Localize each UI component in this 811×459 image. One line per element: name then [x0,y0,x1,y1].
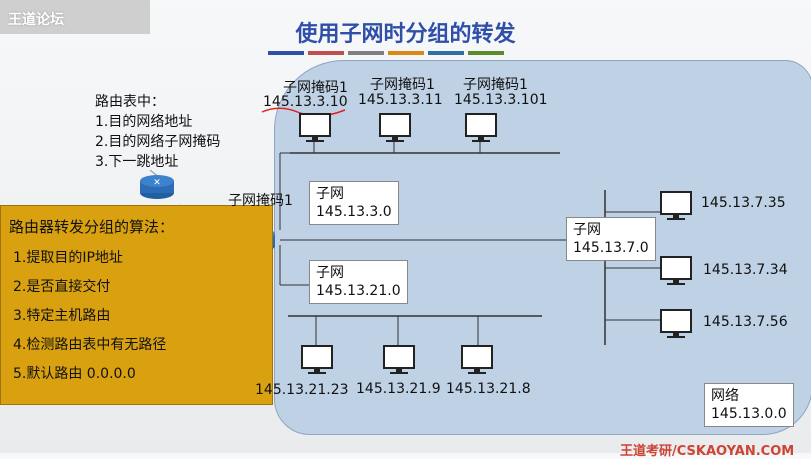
network-cloud [274,60,811,435]
subnet-box: 子网 145.13.3.0 [309,181,399,225]
network-label: 网络 [711,388,739,404]
algorithm-box: 路由器转发分组的算法： 1.提取目的IP地址 2.是否直接交付 3.特定主机路由… [0,205,273,405]
subnet-label: 子网 [573,222,601,238]
page-title: 使用子网时分组的转发 [295,22,516,47]
title-bar-1 [268,51,304,55]
host-ip-label: 145.13.7.56 [703,314,788,330]
algorithm-step: 4.检测路由表中有无路径 [13,337,167,353]
subnet-box: 子网 145.13.7.0 [566,217,656,261]
routing-item: 3.下一跳地址 [95,154,179,170]
host-ip-label: 145.13.3.11 [358,92,443,108]
algorithm-step: 5.默认路由 0.0.0.0 [13,366,136,382]
routing-table-note: 路由表中： 1.目的网络地址 2.目的网络子网掩码 3.下一跳地址 [95,92,220,172]
router-mask-label: 子网掩码1 [228,193,293,209]
host-ip-label: 145.13.3.10 [263,94,348,110]
host-ip-label: 145.13.21.8 [446,381,531,397]
network-box: 网络 145.13.0.0 [704,383,794,427]
logo-text: 王道论坛 [8,12,64,28]
title-bar-5 [428,51,464,55]
computer-icon [301,345,333,375]
network-ip: 145.13.0.0 [711,406,787,422]
host-mask-label: 子网掩码1 [370,77,435,93]
algorithm-heading: 路由器转发分组的算法： [9,218,175,236]
title-bar-2 [308,51,344,55]
title-bar-3 [348,51,384,55]
subnet-ip: 145.13.21.0 [316,283,401,299]
title-bar-6 [468,51,504,55]
subnet-box: 子网 145.13.21.0 [309,260,408,304]
routing-heading: 路由表中： [95,94,165,110]
subnet-ip: 145.13.7.0 [573,240,649,256]
host-ip-label: 145.13.3.101 [454,92,548,108]
host-ip-label: 145.13.7.35 [701,195,786,211]
title-bar-4 [388,51,424,55]
computer-icon [461,345,493,375]
host-ip-label: 145.13.21.9 [356,381,441,397]
svg-text:✕: ✕ [153,178,161,188]
computer-icon [379,113,411,143]
host-mask-label: 子网掩码1 [463,77,528,93]
router-icon: ✕ [140,175,174,199]
subnet-label: 子网 [316,186,344,202]
computer-icon [660,256,692,286]
computer-icon [383,345,415,375]
routing-item: 1.目的网络地址 [95,114,193,130]
logo: 王道论坛 [0,0,150,34]
routing-item: 2.目的网络子网掩码 [95,134,221,150]
algorithm-step: 3.特定主机路由 [13,308,111,324]
computer-icon [299,113,331,143]
subnet-ip: 145.13.3.0 [316,204,392,220]
computer-icon [660,191,692,221]
host-ip-label: 145.13.7.34 [703,262,788,278]
host-ip-label: 145.13.21.23 [255,382,349,398]
subnet-label: 子网 [316,265,344,281]
algorithm-step: 2.是否直接交付 [13,279,111,295]
footer-watermark: 王道考研/CSKAOYAN.COM [620,444,795,459]
computer-icon [660,309,692,339]
algorithm-step: 1.提取目的IP地址 [13,250,123,266]
computer-icon [465,113,497,143]
host-mask-label: 子网掩码1 [283,80,348,96]
